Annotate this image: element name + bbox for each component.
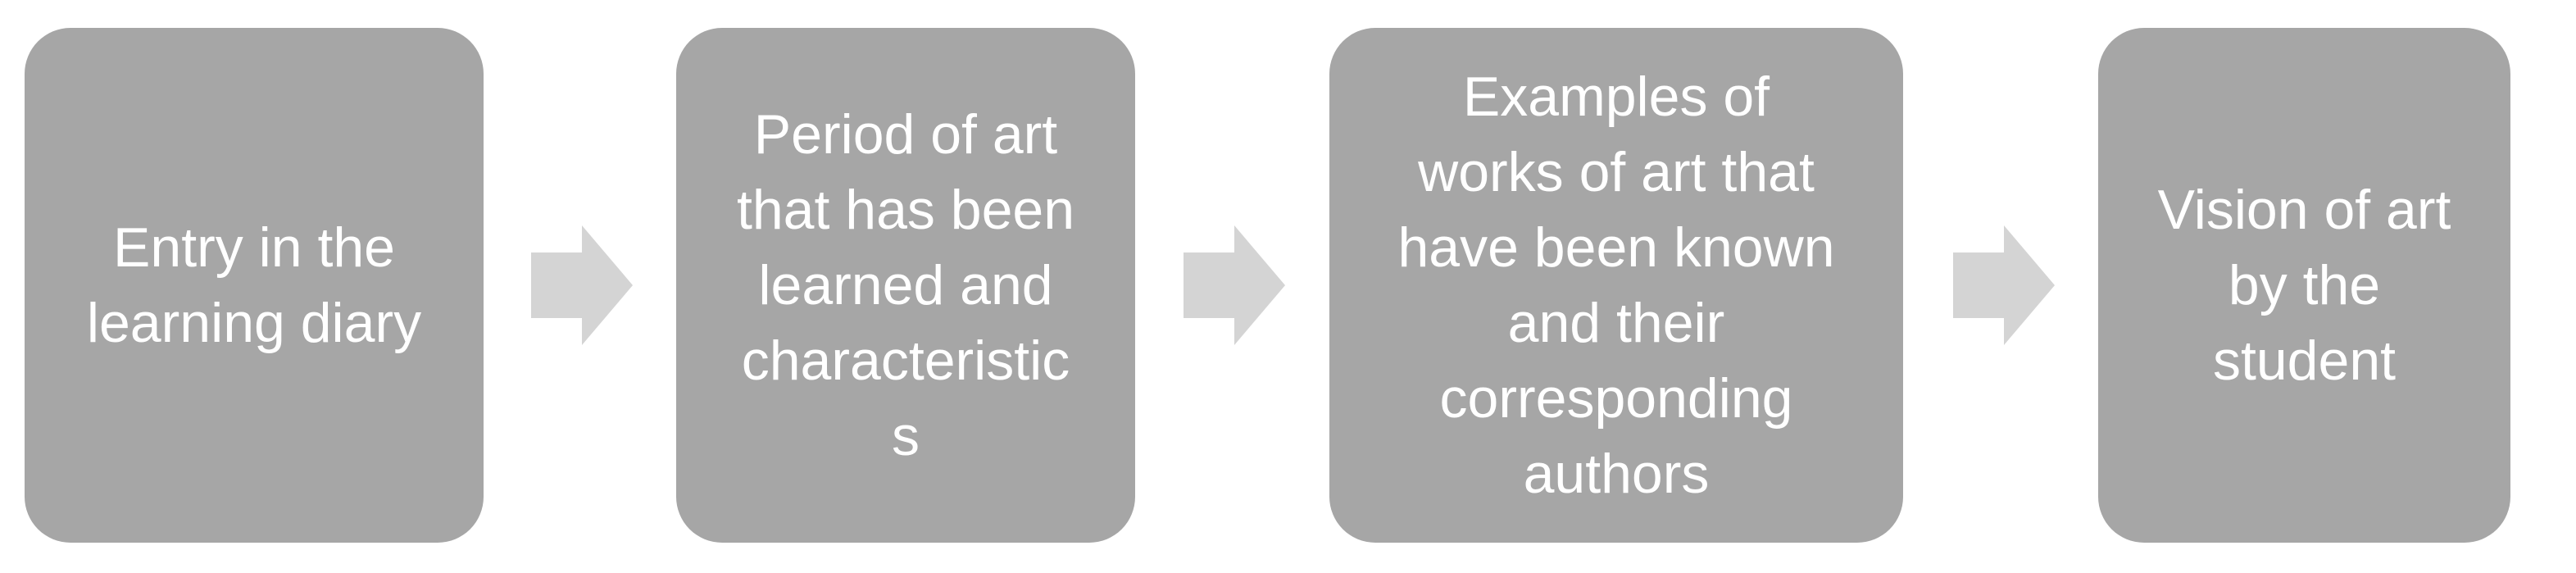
step-label-4: Vision of art by the student: [2157, 179, 2451, 392]
step-label-3: Examples of works of art that have been …: [1397, 66, 1835, 505]
right-arrow-icon: [1953, 225, 2055, 345]
right-arrow-icon: [1184, 225, 1285, 345]
step-box-2: Period of art that has been learned and …: [676, 28, 1135, 543]
step-label-2: Period of art that has been learned and …: [736, 103, 1075, 467]
right-arrow-icon: [531, 225, 633, 345]
arrow-shape-3: [1953, 225, 2055, 345]
step-box-3: Examples of works of art that have been …: [1329, 28, 1903, 543]
step-label-1: Entry in the learning diary: [86, 216, 422, 354]
step-box-1: Entry in the learning diary: [25, 28, 484, 543]
arrow-shape-1: [531, 225, 633, 345]
step-box-4: Vision of art by the student: [2098, 28, 2510, 543]
arrow-shape-2: [1184, 225, 1285, 345]
